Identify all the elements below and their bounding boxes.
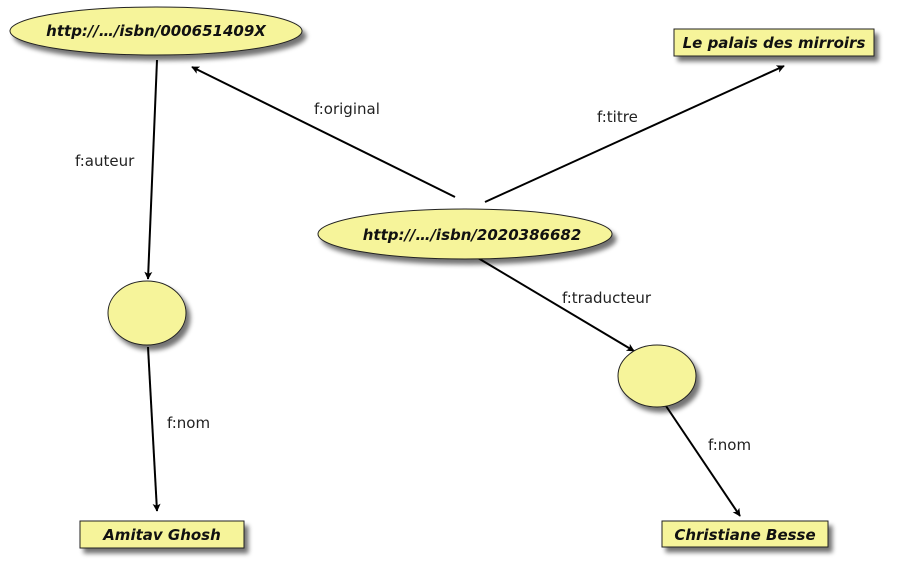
node-translator-name-shape [661, 520, 829, 548]
edge-auteur-line [144, 59, 158, 280]
edge-original: f:original [191, 66, 456, 198]
node-original-book-shape [9, 6, 303, 56]
edge-nom-author-label: f:nom [167, 414, 210, 432]
node-author-name: Amitav Ghosh [79, 520, 245, 549]
node-translated-book: http://…/isbn/2020386682 [317, 208, 613, 260]
node-author-blank-shape [107, 280, 187, 346]
edge-auteur-label: f:auteur [75, 152, 135, 170]
edge-traducteur: f:traducteur [477, 257, 652, 352]
edge-nom-author: f:nom [147, 346, 210, 512]
node-title-literal-shape [673, 28, 875, 57]
node-author-blank [107, 280, 187, 346]
edge-original-line [191, 66, 456, 198]
node-translator-name-label: Christiane Besse [674, 526, 815, 544]
edge-titre-line [484, 65, 785, 203]
node-author-name-shape [79, 520, 245, 549]
node-author-name-label: Amitav Ghosh [102, 526, 221, 544]
edge-nom-author-line [147, 346, 161, 512]
edge-titre-label: f:titre [597, 108, 638, 126]
node-translated-book-label: http://…/isbn/2020386682 [363, 226, 582, 244]
node-translated-book-shape [317, 208, 613, 260]
edge-nom-translator-label: f:nom [708, 436, 751, 454]
edge-nom-translator-line [665, 405, 741, 517]
edge-original-label: f:original [314, 100, 380, 118]
node-title-literal-label: Le palais des mirroirs [683, 34, 866, 52]
edge-titre: f:titre [484, 65, 785, 203]
node-original-book-label: http://…/isbn/000651409X [46, 22, 267, 40]
edge-traducteur-label: f:traducteur [562, 289, 652, 307]
edge-nom-translator: f:nom [665, 405, 751, 517]
edge-auteur: f:auteur [75, 59, 158, 280]
node-title-literal: Le palais des mirroirs [673, 28, 875, 57]
node-original-book: http://…/isbn/000651409X [9, 6, 303, 56]
node-translator-name: Christiane Besse [661, 520, 829, 548]
node-translator-blank-shape [617, 344, 697, 408]
node-translator-blank [617, 344, 697, 408]
edge-traducteur-line [477, 257, 635, 352]
